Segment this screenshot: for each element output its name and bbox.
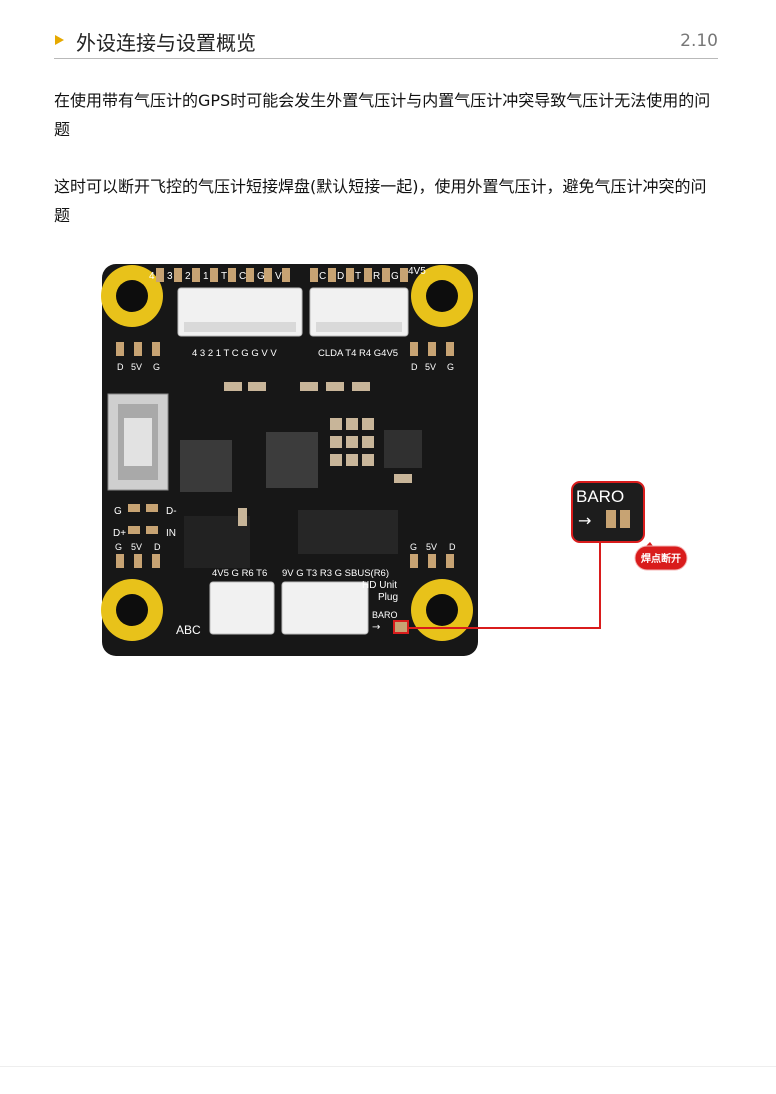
arrow-right-icon: → [372,622,380,633]
page-bottom-rule [0,1066,776,1067]
top-pin-label: 4V5 [408,266,426,277]
callout-badge-label: 焊点断开 [641,552,681,565]
pad-label: D [411,362,418,372]
bottom-side-pads [116,554,454,568]
baro-label-small: BARO [372,610,398,620]
callout-line [408,540,601,629]
left-pad-label: IN [166,528,176,539]
mounting-hole-bottom-right [411,579,473,641]
plug-label: Plug [378,592,398,603]
mounting-hole-top-right [411,265,473,327]
chip [298,510,398,554]
top-pin-label: 2 [185,271,191,282]
top-pin-label: G [257,271,265,282]
mounting-hole-bottom-left [101,579,163,641]
bottom-connector-right [281,581,369,635]
pad-label: G [153,362,160,372]
top-pin-label: C [239,271,246,282]
side-pads-right-upper [410,342,454,356]
paragraph-disconnect-pad: 这时可以断开飞控的气压计短接焊盘(默认短接一起)，使用外置气压计，避免气压计冲突… [54,177,707,225]
top-pin-label: D [337,271,344,282]
callout-badge: 焊点断开 [634,542,688,571]
bottom-connector-left [209,581,275,635]
baro-solder-pad [393,620,409,634]
top-pin-label: V [275,271,282,282]
hd-unit-label: HD Unit [362,580,397,591]
top-pin-label: T [355,271,361,282]
chip [180,440,232,492]
pad-label: D [154,542,161,552]
flight-controller-figure: 4 3 2 1 T C G V C D T R G 4V5 4 3 2 1 T … [101,264,688,656]
pad-label: 5V [425,362,436,372]
pad-label: G [447,362,454,372]
top-pin-label: 1 [203,271,209,282]
section-number: 2.10 [680,31,718,51]
pad-label: D [449,542,456,552]
bottom-connector-label-left: 4V5 G R6 T6 [212,568,267,579]
chip [384,430,422,468]
bottom-connector-label-right: 9V G T3 R3 G SBUS(R6) [282,568,389,579]
side-pads-left-upper [116,342,160,356]
triangle-bullet-icon [55,35,64,45]
top-pads-left [156,268,290,282]
callout-title: BARO [576,487,624,506]
smd-components [224,382,412,526]
pad-label: G [410,542,417,552]
section-title: 外设连接与设置概览 [76,31,256,55]
top-pads-right [310,268,408,282]
top-pin-label: 3 [167,271,173,282]
usb-port [107,393,169,491]
pad-label: 5V [131,362,142,372]
left-pad-label: D- [166,506,177,517]
page-header: 外设连接与设置概览 2.10 [54,26,718,59]
top-pin-label: T [221,271,227,282]
paragraph-barometer-conflict: 在使用带有气压计的GPS时可能会发生外置气压计与内置气压计冲突导致气压计无法使用… [54,91,711,139]
top-pin-label: 4 [149,271,155,282]
top-pin-label: R [373,271,380,282]
mounting-hole-top-left [101,265,163,327]
connector-label-left: 4 3 2 1 T C G G V V [192,348,277,359]
abc-label: ABC [176,623,201,637]
pad-label: G [115,542,122,552]
left-pad-label: G [114,506,122,517]
top-pin-label: G [391,271,399,282]
chip [266,432,318,488]
left-side-pads [128,504,158,534]
pad-label: D [117,362,124,372]
pad-label: 5V [426,542,437,552]
top-pin-label: C [319,271,326,282]
arrow-right-icon: → [578,511,591,530]
pad-label: 5V [131,542,142,552]
connector-label-right: CLDA T4 R4 G4V5 [318,348,398,359]
left-pad-label: D+ [113,528,126,539]
